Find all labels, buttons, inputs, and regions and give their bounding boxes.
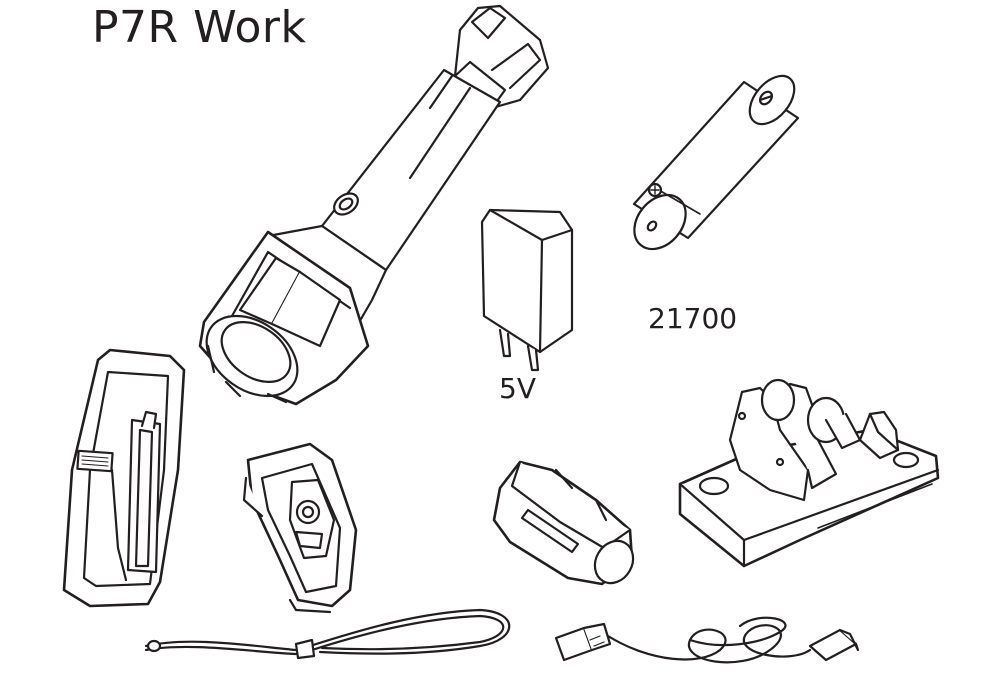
charger-label: 5V [499, 372, 536, 405]
usb-cable-drawing [556, 618, 858, 663]
belt-clip-drawing [244, 444, 356, 612]
charging-dock-drawing [680, 380, 938, 566]
product-title: P7R Work [92, 2, 307, 53]
battery-drawing [624, 68, 803, 259]
charger-drawing [482, 210, 572, 370]
lanyard-drawing [146, 610, 509, 658]
holster-drawing [64, 350, 184, 606]
battery-label: 21700 [648, 302, 738, 335]
flashlight-drawing [192, 6, 548, 413]
flashlight-holder-drawing [494, 462, 641, 590]
